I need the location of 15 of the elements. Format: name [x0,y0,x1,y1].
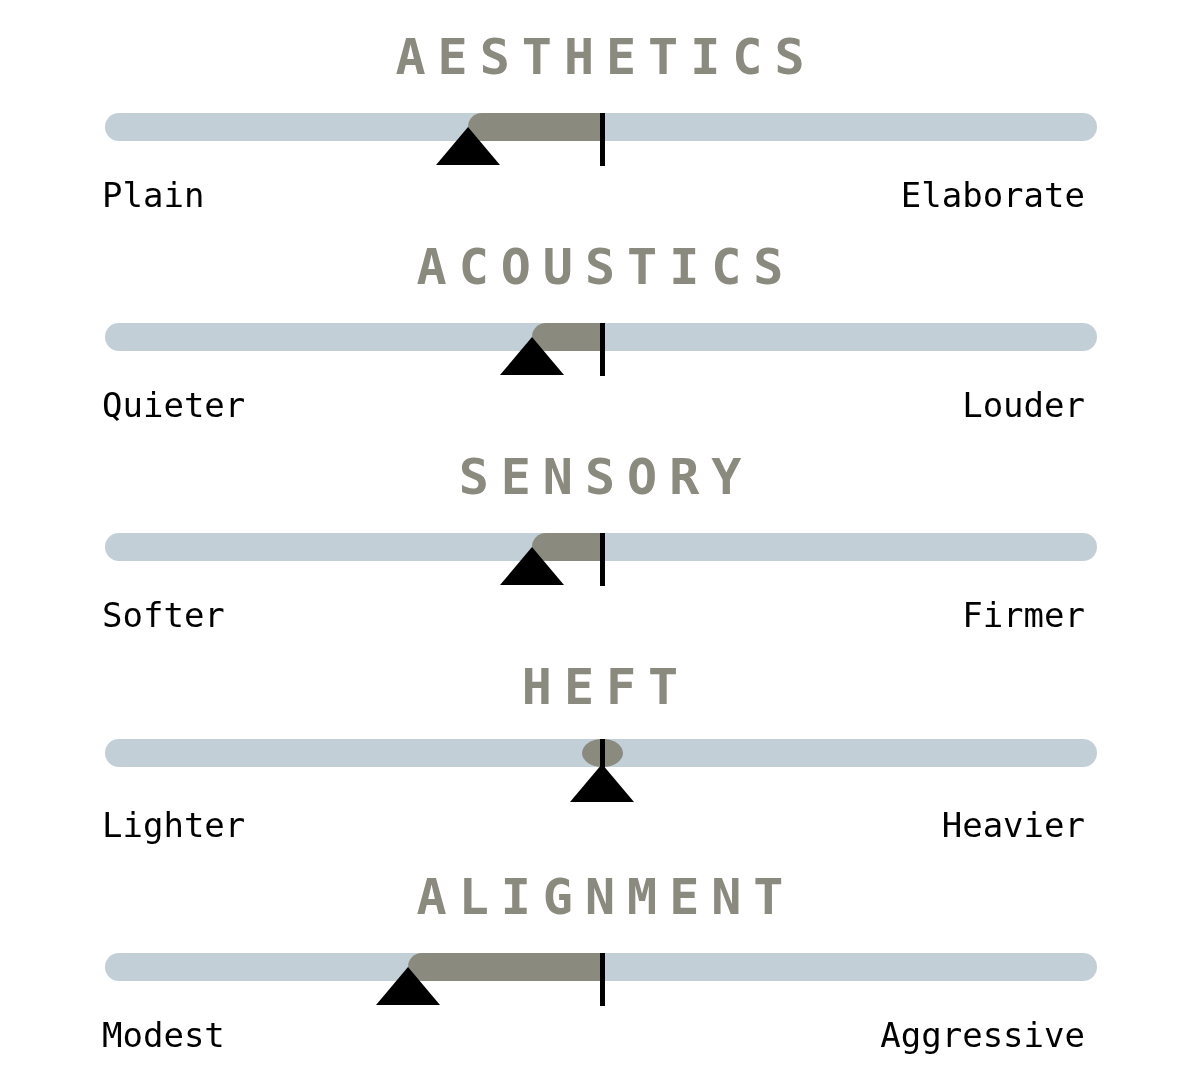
scale-end-label: Firmer [962,598,1085,632]
scale-end-label: Softer [102,598,225,632]
scale-heading: ALIGNMENT [415,868,796,926]
scale-end-label: Quieter [102,388,246,422]
scale-end-label: Louder [962,388,1085,422]
scale-heading: ACOUSTICS [415,238,796,296]
scale-end-label: Elaborate [900,178,1085,212]
scale-heading: HEFT [520,658,691,716]
scale-end-label: Plain [102,178,205,212]
scale-heading: AESTHETICS [394,28,817,86]
scale-end-label: Heavier [941,808,1085,842]
scale-heading: SENSORY [457,448,754,506]
scale-end-label: Aggressive [880,1018,1085,1052]
scale-end-label: Lighter [102,808,246,842]
scale-end-label: Modest [102,1018,225,1052]
